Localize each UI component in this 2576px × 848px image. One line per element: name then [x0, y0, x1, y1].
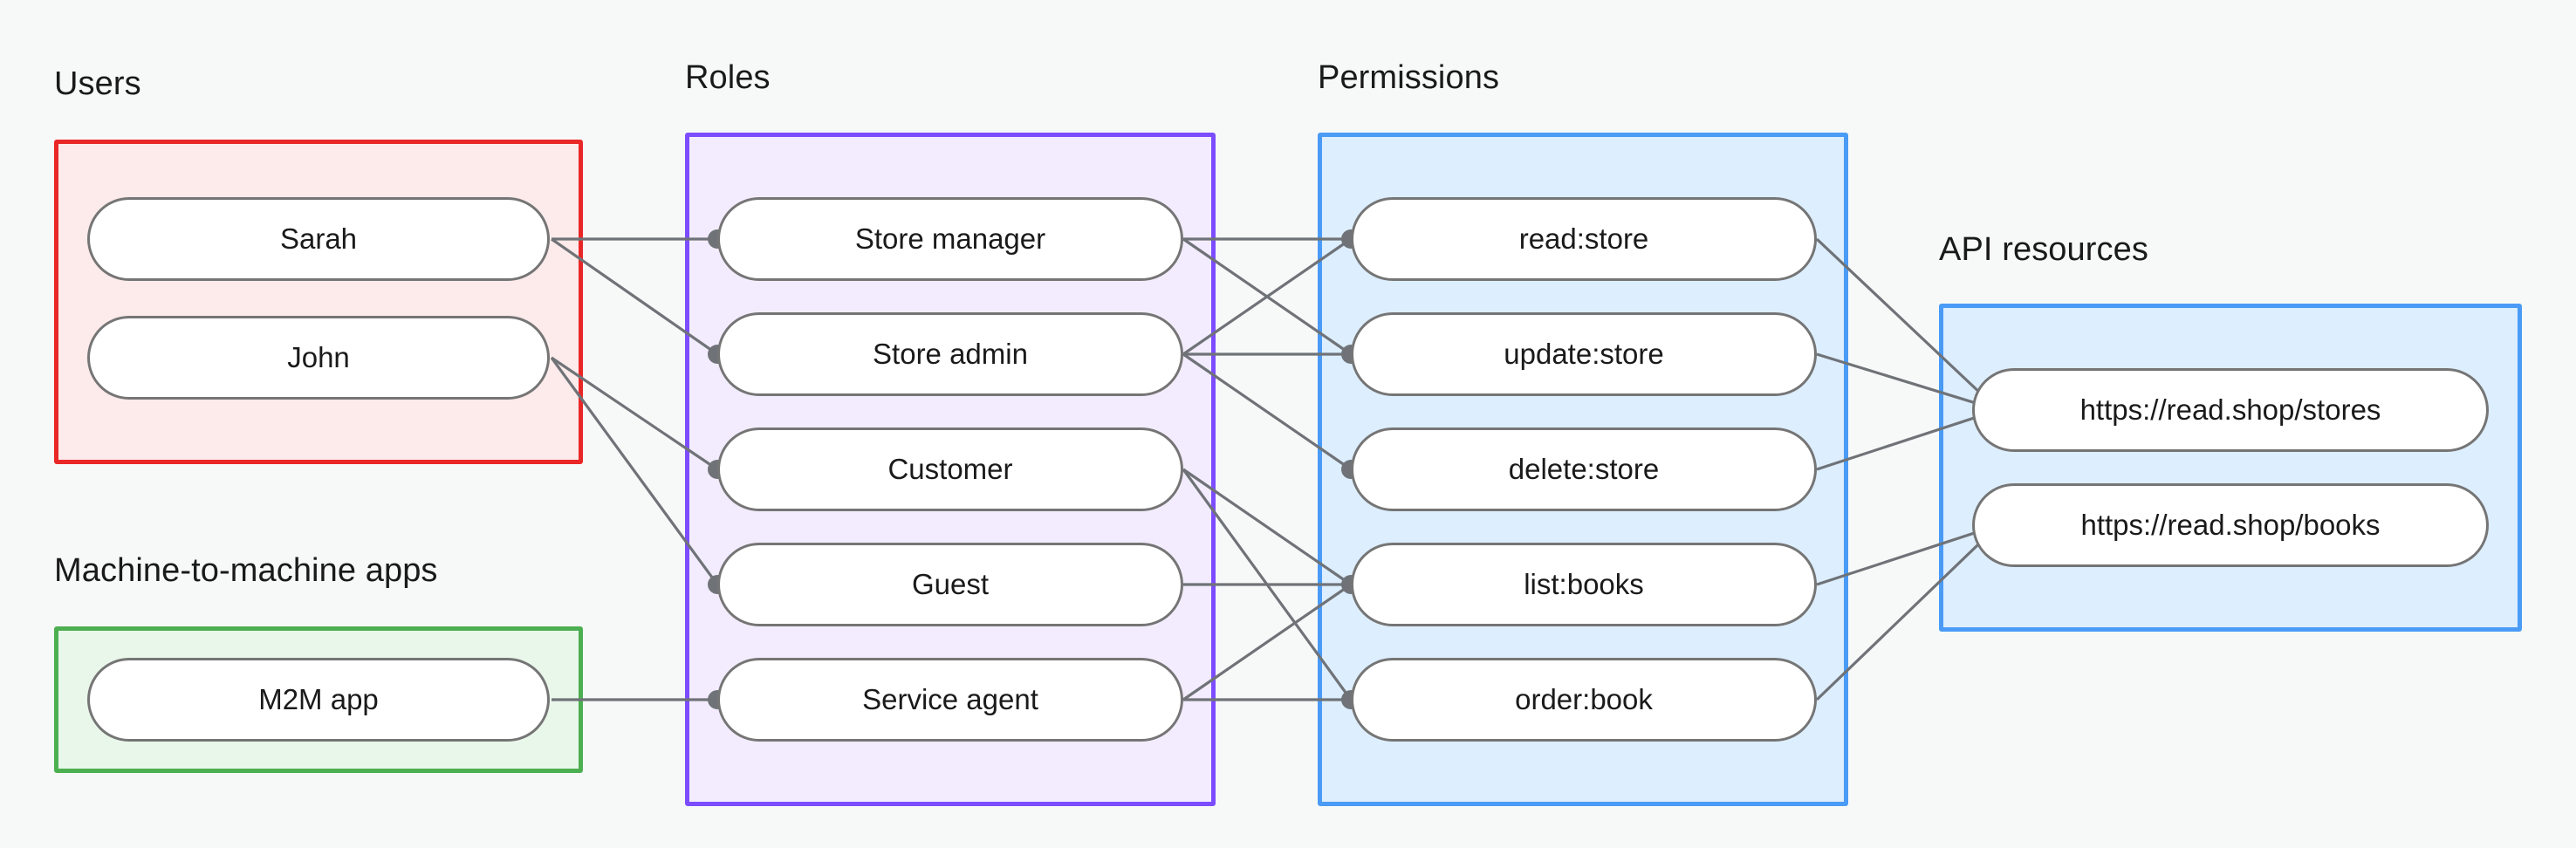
node-permission-order-book[interactable]: order:book: [1351, 658, 1817, 742]
node-api-resource-books[interactable]: https://read.shop/books: [1972, 483, 2489, 567]
node-user-sarah[interactable]: Sarah: [87, 197, 550, 281]
node-permission-delete-store[interactable]: delete:store: [1351, 427, 1817, 511]
node-permission-read-store[interactable]: read:store: [1351, 197, 1817, 281]
node-permission-list-books[interactable]: list:books: [1351, 543, 1817, 626]
group-box-api-resources: [1939, 304, 2522, 632]
node-api-resource-stores[interactable]: https://read.shop/stores: [1972, 368, 2489, 452]
group-label-permissions: Permissions: [1318, 59, 1500, 96]
node-m2m-app[interactable]: M2M app: [87, 658, 550, 742]
group-label-api-resources: API resources: [1939, 231, 2148, 268]
node-role-customer[interactable]: Customer: [717, 427, 1183, 511]
group-label-users: Users: [54, 65, 141, 102]
node-role-guest[interactable]: Guest: [717, 543, 1183, 626]
group-box-users: [54, 140, 583, 464]
group-label-roles: Roles: [685, 59, 771, 96]
node-permission-update-store[interactable]: update:store: [1351, 312, 1817, 396]
group-label-machine-to-machine-apps: Machine-to-machine apps: [54, 552, 438, 589]
node-role-store-manager[interactable]: Store manager: [717, 197, 1183, 281]
node-user-john[interactable]: John: [87, 316, 550, 400]
node-role-store-admin[interactable]: Store admin: [717, 312, 1183, 396]
node-role-service-agent[interactable]: Service agent: [717, 658, 1183, 742]
